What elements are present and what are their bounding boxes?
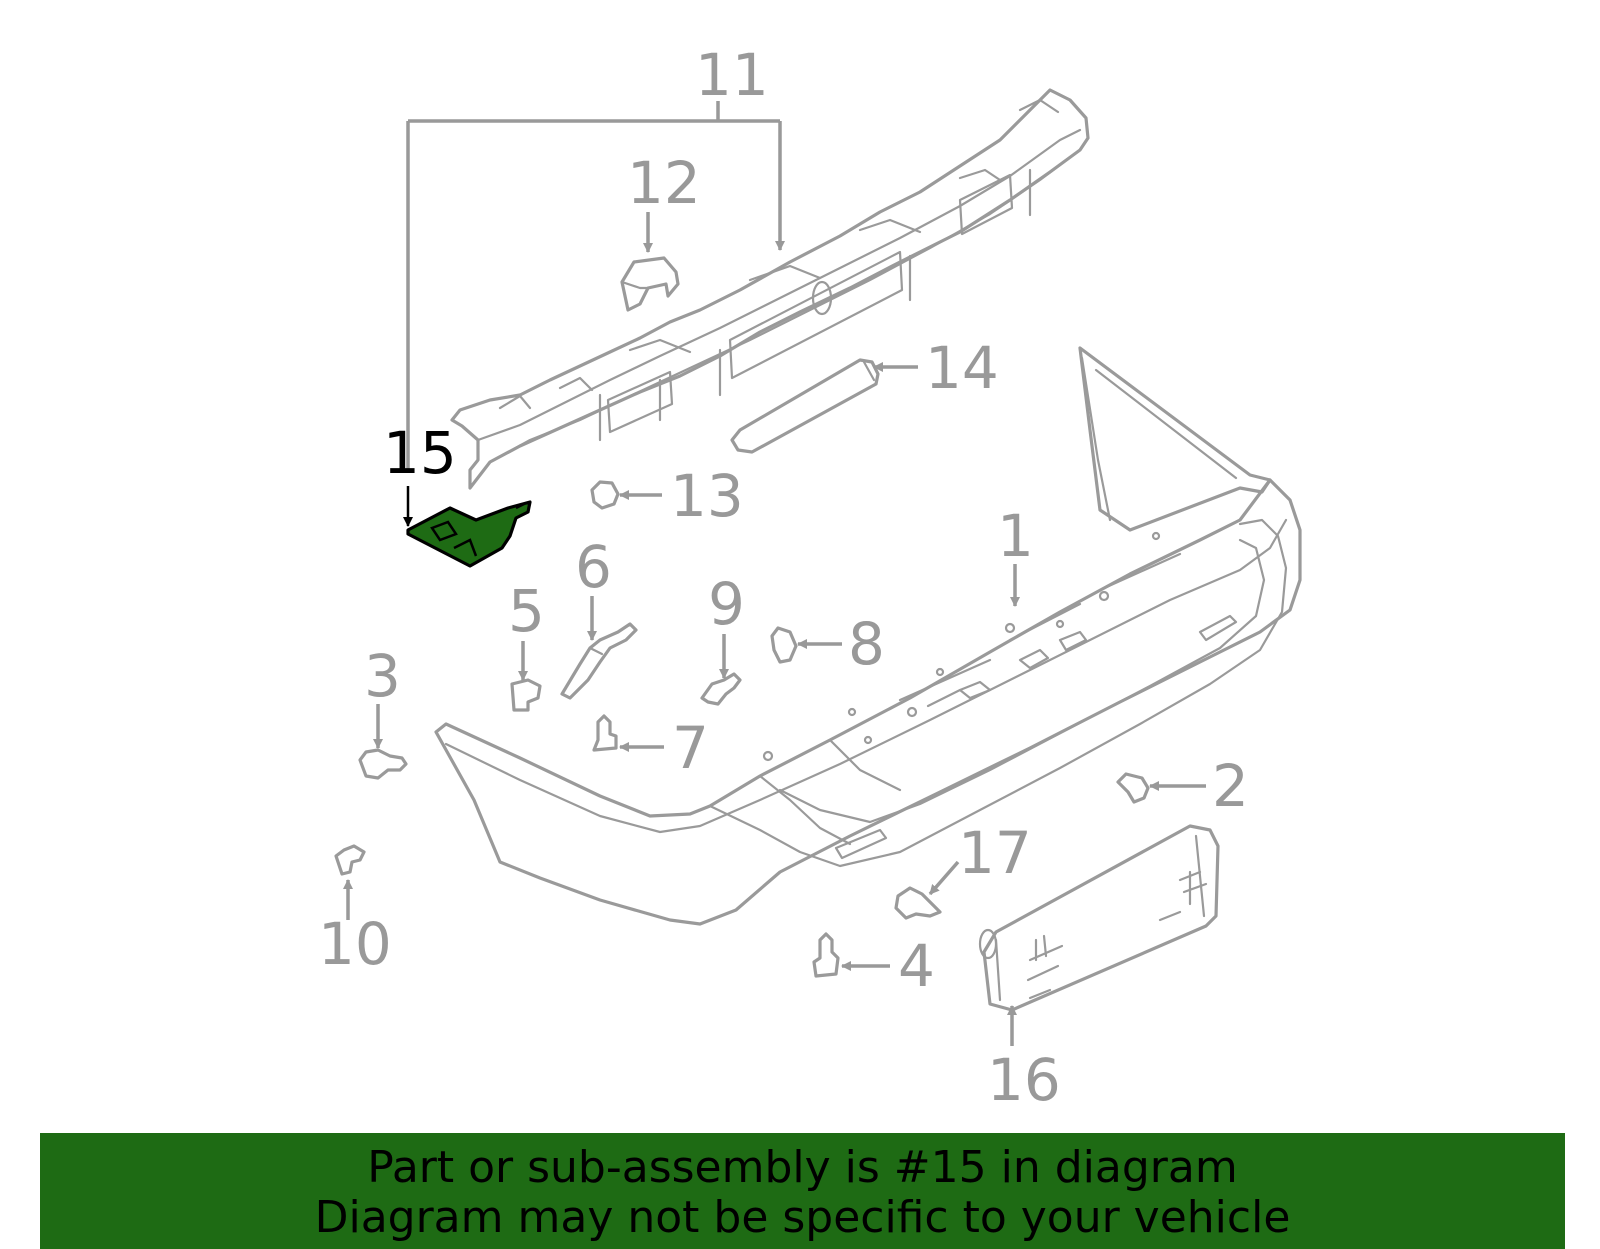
retainer-part-3 [358, 748, 408, 780]
banner-line-1: Part or sub-assembly is #15 in diagram [367, 1142, 1238, 1193]
reinforcement-beam-part-11 [450, 88, 1090, 490]
callout-10: 10 [318, 910, 392, 978]
callout-17: 17 [958, 819, 1032, 887]
bracket-part-15-highlighted [406, 500, 532, 568]
clip-part-10 [334, 844, 366, 876]
callout-2: 2 [1212, 752, 1249, 820]
bolt-part-4 [812, 932, 840, 978]
callout-4: 4 [898, 932, 935, 1000]
pin-part-2 [1116, 772, 1150, 804]
leader-17 [928, 860, 960, 896]
info-banner: Part or sub-assembly is #15 in diagram D… [40, 1133, 1565, 1249]
leader-11 [406, 101, 780, 470]
bracket-part-6 [560, 622, 638, 700]
banner-line-2: Diagram may not be specific to your vehi… [314, 1192, 1291, 1243]
clip-part-17 [894, 886, 942, 920]
clip-part-8 [770, 626, 798, 664]
callout-8: 8 [848, 610, 885, 678]
callout-1: 1 [997, 502, 1034, 570]
clip-part-9 [700, 672, 742, 706]
callout-3: 3 [364, 642, 401, 710]
nut-part-13 [590, 480, 620, 510]
clip-part-12 [620, 256, 680, 312]
callout-5: 5 [508, 577, 545, 645]
reflector-part-16 [978, 824, 1220, 1012]
callout-14: 14 [925, 334, 999, 402]
strip-part-14 [730, 358, 880, 454]
callout-11: 11 [695, 41, 769, 109]
callout-16: 16 [987, 1046, 1061, 1114]
callout-13: 13 [670, 462, 744, 530]
callout-9: 9 [708, 570, 745, 638]
bolt-part-7 [592, 714, 618, 752]
callout-6: 6 [575, 533, 612, 601]
callout-15: 15 [383, 419, 457, 487]
callout-12: 12 [627, 149, 701, 217]
callout-7: 7 [672, 714, 709, 782]
bumper-cover-part-1 [434, 346, 1302, 926]
retainer-part-5 [510, 678, 542, 712]
